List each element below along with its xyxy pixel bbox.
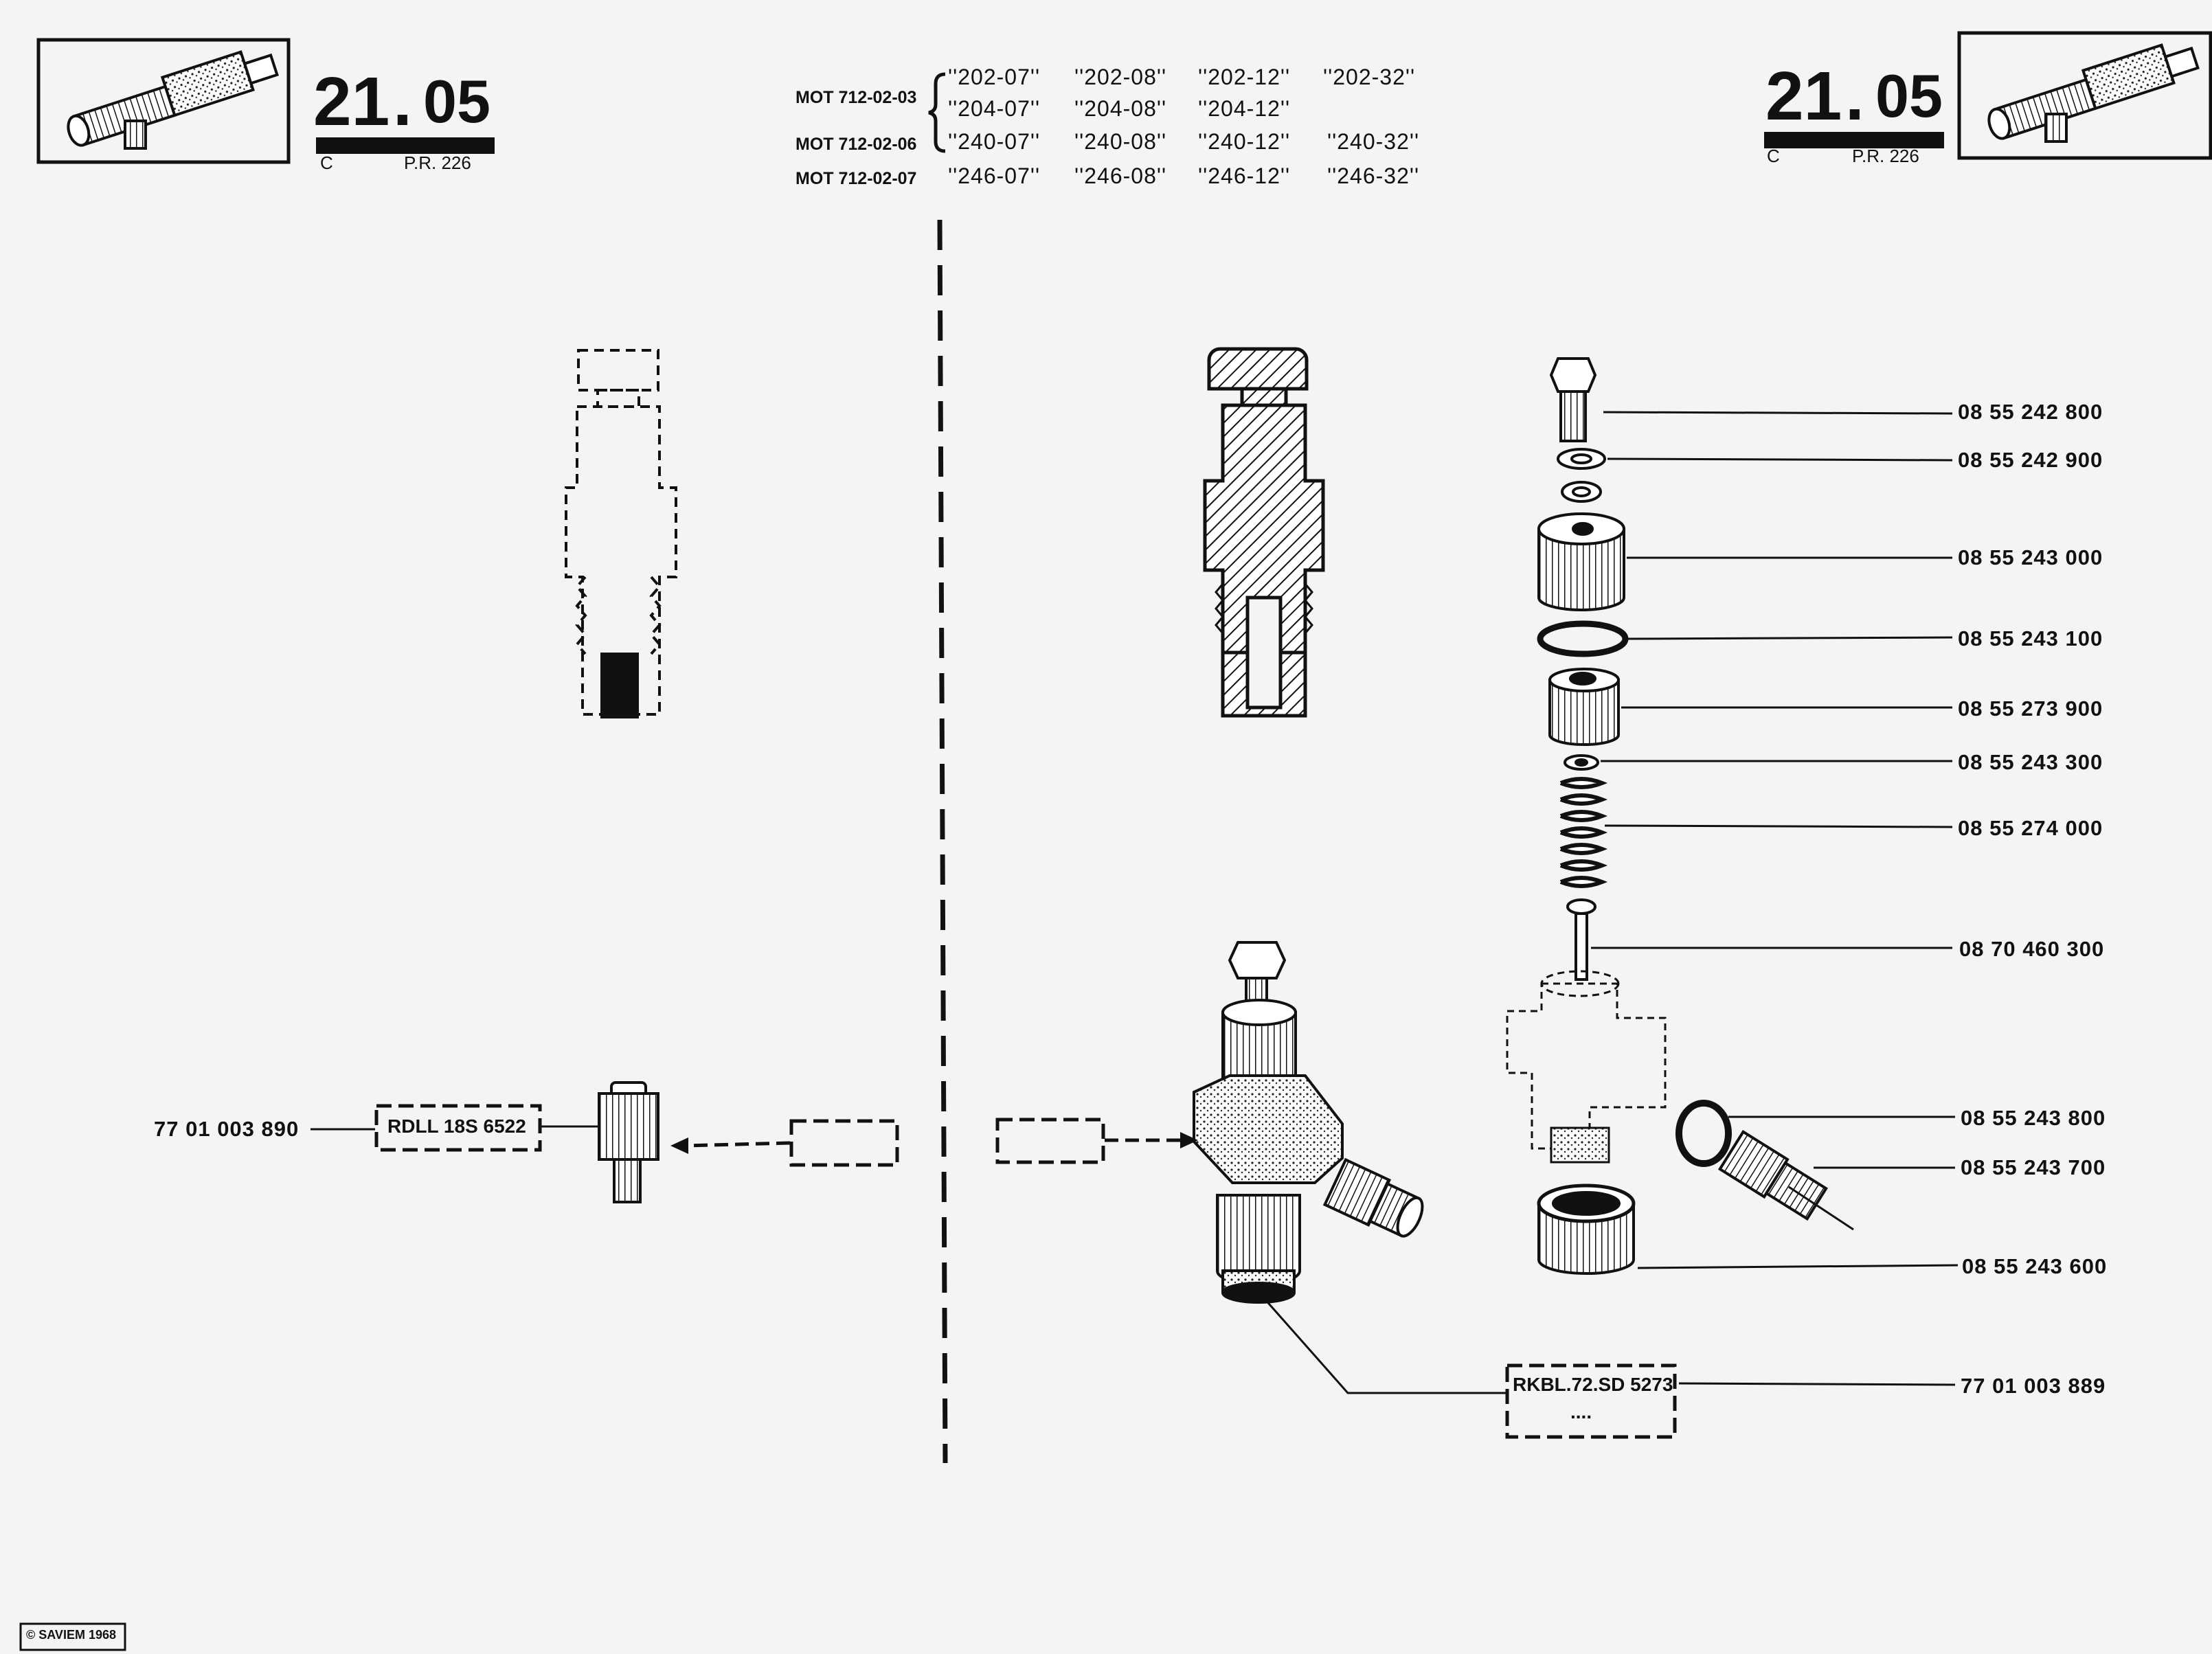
model-code: ''246-32'' [1327,163,1420,188]
ref-left: P.R. 226 [404,152,471,173]
part-number: 08 55 243 700 [1961,1155,2106,1179]
rdll-box-label: RDLL 18S 6522 [387,1115,526,1137]
thumb-left [36,38,291,164]
part-number: 77 01 003 889 [1961,1374,2106,1398]
engine-label: MOT 712-02-03 [795,88,917,107]
rkbl-box-border [1505,1363,1677,1439]
rkbl-box-label: RKBL.72.SD 5273 [1513,1374,1673,1395]
model-code: ''204-07'' [948,96,1041,121]
model-code: ''246-07'' [948,163,1041,188]
group-dot-left: . [393,63,412,140]
body-section-view [1203,347,1325,718]
assembled-injector [1193,941,1424,1304]
model-code: ''202-08'' [1074,65,1167,89]
part-number: 08 55 274 000 [1958,816,2103,840]
part-number: 08 55 243 100 [1958,626,2103,650]
ref-right: P.R. 226 [1852,146,1919,166]
nozzle-part [598,1081,659,1203]
group-minor-right: 05 [1875,62,1943,130]
engine-label: MOT 712-02-07 [795,169,917,188]
model-code: ''202-07'' [948,65,1041,89]
section-letter-left: C [320,152,333,173]
rdll-box-border [374,1104,542,1152]
leader-lines [311,411,1959,1394]
part-number: 08 55 242 800 [1958,400,2103,424]
group-major-left: 21 [313,63,390,140]
model-code: ''202-32'' [1323,65,1416,89]
group-minor-left: 05 [423,67,490,135]
group-dot-right: . [1845,58,1864,135]
dashed-placeholders [789,1118,1105,1167]
injector-outline-dashed [565,349,677,716]
model-code: ''240-07'' [948,129,1041,154]
thumb-right [1957,31,2212,160]
part-number: 77 01 003 890 [154,1117,300,1141]
section-letter-right: C [1767,146,1780,166]
model-code: ''202-12'' [1198,65,1291,89]
group-major-right: 21 [1765,58,1842,135]
rkbl-box-sub: .... [1570,1401,1592,1423]
part-number: 08 55 243 000 [1958,545,2103,569]
part-number: 08 55 243 300 [1958,750,2103,774]
model-code: ''240-12'' [1198,129,1291,154]
model-code: ''240-32'' [1327,129,1420,154]
engine-label: MOT 712-02-06 [795,135,917,154]
part-number: 08 55 243 800 [1961,1106,2106,1130]
model-code: ''240-08'' [1074,129,1167,154]
part-number: 08 55 273 900 [1958,696,2103,721]
model-code: ''204-08'' [1074,96,1167,121]
model-code: ''246-08'' [1074,163,1167,188]
model-code: ''204-12'' [1198,96,1291,121]
copyright-box-border [19,1622,126,1651]
part-number: 08 55 242 900 [1958,448,2103,472]
copyright: © SAVIEM 1968 [26,1628,116,1642]
part-number: 08 55 243 600 [1962,1254,2108,1278]
model-code: ''246-12'' [1198,163,1291,188]
exploded-parts [1506,357,1854,1275]
part-number: 08 70 460 300 [1959,937,2105,961]
